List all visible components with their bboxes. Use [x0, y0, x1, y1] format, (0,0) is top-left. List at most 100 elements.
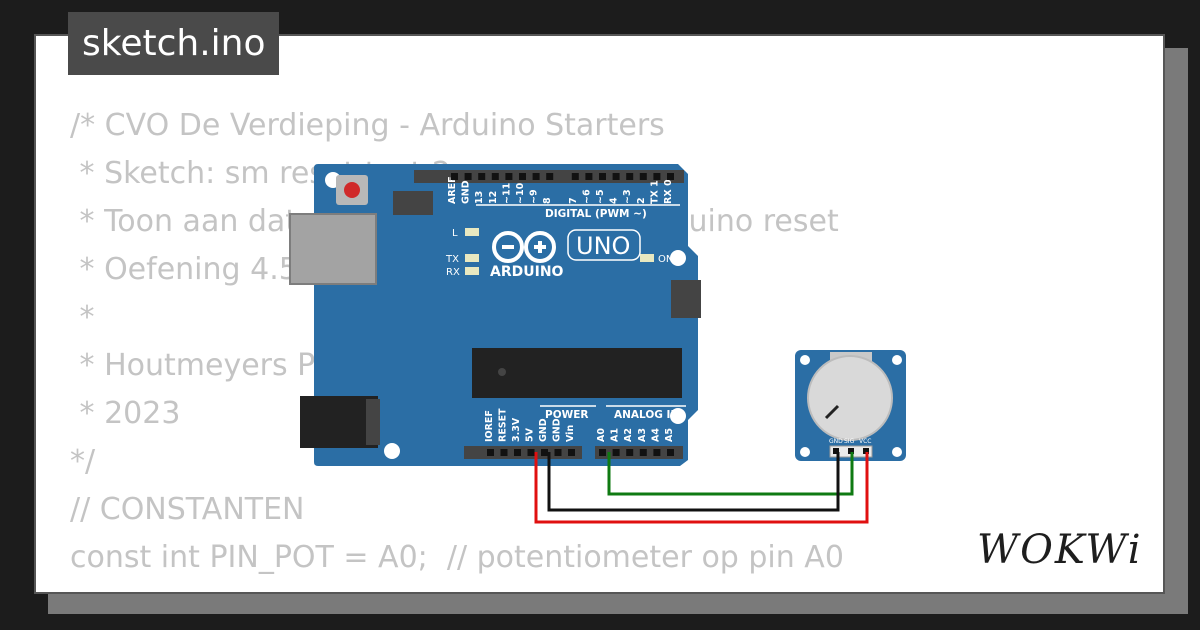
code-line: const int PIN_POT = A0; // potentiometer… [70, 540, 844, 575]
digital-pin-label: 7 [568, 197, 579, 204]
analog-pin-socket[interactable] [667, 449, 674, 456]
led-rx-label: RX [446, 267, 460, 278]
power-pin-socket[interactable] [554, 449, 562, 456]
wire-signal[interactable] [607, 452, 854, 496]
digital-pin-label: ~11 [501, 183, 512, 204]
power-pin-socket[interactable] [500, 449, 508, 456]
analog-pin-label: A3 [637, 428, 648, 442]
power-pin-label: Vin [565, 425, 576, 442]
power-jack [300, 396, 378, 448]
analog-pin-label: A2 [623, 428, 634, 442]
digital-pin-socket[interactable] [585, 173, 593, 180]
power-pin-socket[interactable] [568, 449, 575, 456]
digital-pin-socket[interactable] [612, 173, 620, 180]
digital-pin-label: ~3 [622, 189, 633, 204]
digital-pin-socket[interactable] [546, 173, 554, 180]
brand-label: ARDUINO [490, 264, 564, 280]
power-pin-header [464, 446, 582, 459]
power-pin-socket[interactable] [541, 449, 548, 456]
icsp-header [393, 191, 433, 215]
digital-pin-label: GND [461, 180, 472, 204]
digital-pin-socket[interactable] [491, 173, 499, 180]
analog-pin-socket[interactable] [599, 449, 606, 456]
digital-pin-label: RX 0 [663, 179, 674, 204]
pot-pin-socket[interactable] [848, 448, 854, 454]
analog-pin-socket[interactable] [612, 449, 620, 456]
microcontroller-chip [472, 348, 682, 398]
pot-pin-label: SIG [844, 438, 855, 445]
digital-pin-socket[interactable] [571, 173, 579, 180]
digital-pin-socket[interactable] [505, 173, 513, 180]
digital-pin-socket[interactable] [464, 173, 472, 180]
pot-pin-label: VCC [859, 438, 871, 445]
pot-knob[interactable] [807, 355, 893, 441]
digital-pin-socket[interactable] [451, 173, 458, 180]
usb-connector [289, 213, 377, 285]
analog-pin-socket[interactable] [639, 449, 647, 456]
digital-pin-socket[interactable] [667, 173, 674, 180]
digital-pin-label: TX 1 [649, 180, 660, 204]
file-tab[interactable]: sketch.ino [68, 12, 280, 75]
power-pin-socket[interactable] [514, 449, 521, 456]
power-pin-label: 5V [525, 427, 536, 442]
analog-pin-label: A5 [664, 428, 675, 442]
digital-pin-socket[interactable] [478, 173, 486, 180]
reset-button-cap[interactable] [344, 182, 360, 198]
digital-pin-socket[interactable] [653, 173, 661, 180]
pot-knob-indicator [824, 404, 840, 420]
digital-pin-label: ~6 [581, 189, 592, 204]
code-line: */ [70, 444, 96, 479]
code-line: * 2023 [70, 396, 181, 431]
digital-header-label: DIGITAL (PWM ~) [545, 208, 647, 220]
digital-pin-label: ~5 [595, 189, 606, 204]
wire-power[interactable] [534, 452, 869, 524]
power-pin-socket[interactable] [527, 449, 535, 456]
power-pin-label: RESET [498, 408, 509, 442]
led-tx [465, 254, 479, 262]
wires [534, 452, 869, 524]
pot-pin-socket[interactable] [833, 448, 839, 454]
pot-hole [800, 355, 810, 365]
led-rx [465, 267, 479, 275]
uno-label: UNO [576, 232, 630, 260]
pot-hole [800, 447, 810, 457]
pot-hole [892, 355, 902, 365]
digital-pin-socket[interactable] [532, 173, 540, 180]
power-pin-label: 3.3V [511, 417, 522, 442]
digital-pin-label: 4 [609, 197, 620, 204]
led-tx-label: TX [445, 254, 459, 265]
digital-pin-socket[interactable] [519, 173, 526, 180]
code-line: // CONSTANTEN [70, 492, 305, 527]
uno-badge [567, 229, 641, 261]
analog-pin-socket[interactable] [626, 449, 634, 456]
wokwi-logo: WOKWi [977, 527, 1143, 573]
digital-pin-label: AREF [447, 176, 458, 204]
digital-pin-label: 12 [488, 191, 499, 204]
power-pin-socket[interactable] [487, 449, 494, 456]
infinity-logo-icon [492, 231, 556, 263]
digital-pin-label: 2 [636, 197, 647, 204]
analog-pin-label: A1 [610, 428, 621, 442]
analog-pin-socket[interactable] [653, 449, 661, 456]
led-on [640, 254, 654, 262]
digital-pin-socket[interactable] [599, 173, 606, 180]
code-line: * [70, 300, 95, 335]
digital-pin-label: ~9 [529, 189, 540, 204]
digital-pin-label: 8 [542, 197, 553, 204]
power-pin-label: GND [552, 418, 563, 442]
digital-pin-socket[interactable] [639, 173, 647, 180]
mounting-hole [670, 408, 686, 424]
pot-pin-socket[interactable] [863, 448, 869, 454]
code-line: /* CVO De Verdieping - Arduino Starters [70, 108, 665, 143]
digital-pin-socket[interactable] [626, 173, 634, 180]
wire-ground[interactable] [547, 452, 840, 512]
power-pin-label: IOREF [484, 410, 495, 442]
chip-notch [498, 368, 506, 376]
digital-pin-label: ~10 [515, 182, 526, 204]
power-label: POWER [545, 409, 588, 421]
